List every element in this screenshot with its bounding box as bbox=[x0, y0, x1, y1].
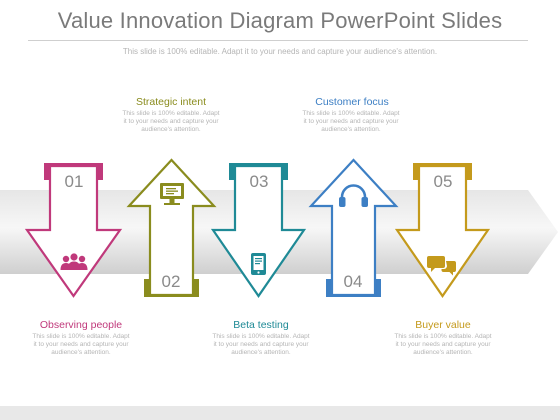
chat-icon bbox=[427, 256, 456, 276]
step-description-01: This slide is 100% editable. Adapt it to… bbox=[32, 333, 130, 357]
headphones-icon bbox=[339, 184, 368, 207]
step-label-02: Strategic intent bbox=[135, 96, 207, 108]
step-number-04: 04 bbox=[344, 272, 363, 291]
step-description-03: This slide is 100% editable. Adapt it to… bbox=[212, 333, 310, 357]
step-description-04: This slide is 100% editable. Adapt it to… bbox=[302, 110, 400, 134]
step-label-05: Buyer value bbox=[415, 319, 471, 331]
arrow-step-02 bbox=[126, 158, 217, 297]
arrow-step-04 bbox=[308, 158, 399, 297]
step-description-02: This slide is 100% editable. Adapt it to… bbox=[122, 110, 220, 134]
monitor-icon bbox=[160, 183, 184, 205]
page-subtitle: This slide is 100% editable. Adapt it to… bbox=[122, 47, 438, 56]
step-label-03: Beta testing bbox=[233, 319, 289, 331]
title-divider bbox=[28, 40, 528, 41]
arrow-step-05 bbox=[394, 163, 491, 298]
step-number-01: 01 bbox=[65, 172, 84, 191]
arrow-step-01 bbox=[24, 163, 123, 298]
step-number-02: 02 bbox=[162, 272, 181, 291]
step-label-01: Observing people bbox=[39, 319, 123, 331]
page-title: Value Innovation Diagram PowerPoint Slid… bbox=[57, 8, 503, 33]
people-icon bbox=[60, 253, 88, 270]
tablet-icon bbox=[251, 253, 266, 275]
step-description-05: This slide is 100% editable. Adapt it to… bbox=[394, 333, 492, 357]
footer-band bbox=[0, 406, 560, 420]
step-label-04: Customer focus bbox=[315, 96, 389, 108]
arrow-step-03 bbox=[210, 163, 307, 298]
step-number-05: 05 bbox=[434, 172, 453, 191]
step-number-03: 03 bbox=[250, 172, 269, 191]
